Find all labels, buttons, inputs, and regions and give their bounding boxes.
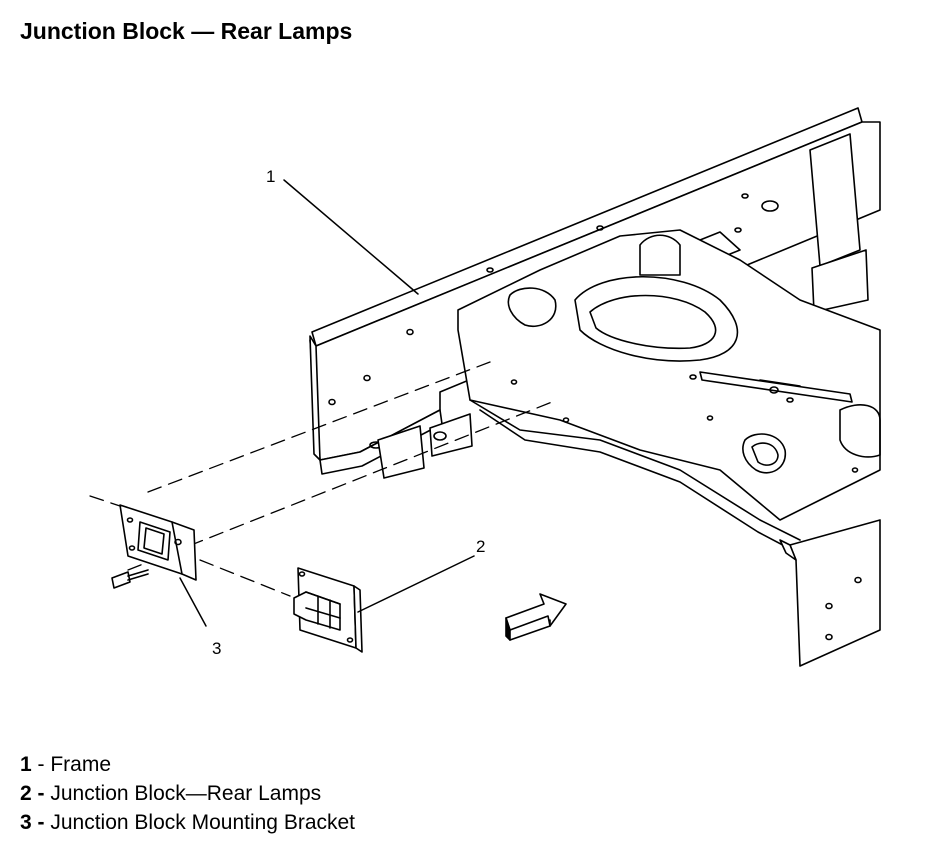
leader-line-1 bbox=[283, 179, 419, 295]
installation-guide-lines bbox=[89, 361, 553, 597]
legend-label: Frame bbox=[50, 753, 112, 776]
opposite-frame-rail bbox=[779, 519, 881, 667]
callout-number-3: 3 bbox=[212, 639, 221, 658]
legend-number: 3 bbox=[20, 811, 32, 834]
callout-number-2: 2 bbox=[476, 537, 485, 556]
legend-number: 2 bbox=[20, 782, 32, 805]
junction-block-rear-lamps bbox=[293, 567, 363, 653]
forward-direction-arrow bbox=[505, 593, 567, 641]
legend-separator: - bbox=[31, 811, 51, 834]
legend-item-junction-block: 2 - Junction Block—Rear Lamps bbox=[20, 779, 355, 808]
rail-underside-hardware bbox=[377, 413, 473, 479]
legend-item-frame: 1 - Frame bbox=[20, 750, 355, 779]
legend-separator: - bbox=[31, 782, 51, 805]
page-title: Junction Block — Rear Lamps bbox=[20, 18, 353, 44]
callout-number-1: 1 bbox=[266, 167, 275, 186]
crossmember bbox=[457, 229, 881, 553]
legend-item-mounting-bracket: 3 - Junction Block Mounting Bracket bbox=[20, 808, 355, 837]
leader-line-3 bbox=[179, 577, 207, 627]
callout-leader-lines bbox=[179, 179, 475, 627]
legend-separator: - bbox=[31, 753, 51, 776]
mounting-bolt bbox=[111, 569, 149, 589]
legend: 1 - Frame 2 - Junction Block—Rear Lamps … bbox=[20, 750, 355, 837]
legend-number: 1 bbox=[20, 753, 32, 776]
leader-line-2 bbox=[357, 555, 475, 613]
junction-block-mounting-bracket bbox=[119, 504, 197, 581]
legend-label: Junction Block—Rear Lamps bbox=[50, 782, 322, 805]
legend-label: Junction Block Mounting Bracket bbox=[50, 811, 356, 834]
